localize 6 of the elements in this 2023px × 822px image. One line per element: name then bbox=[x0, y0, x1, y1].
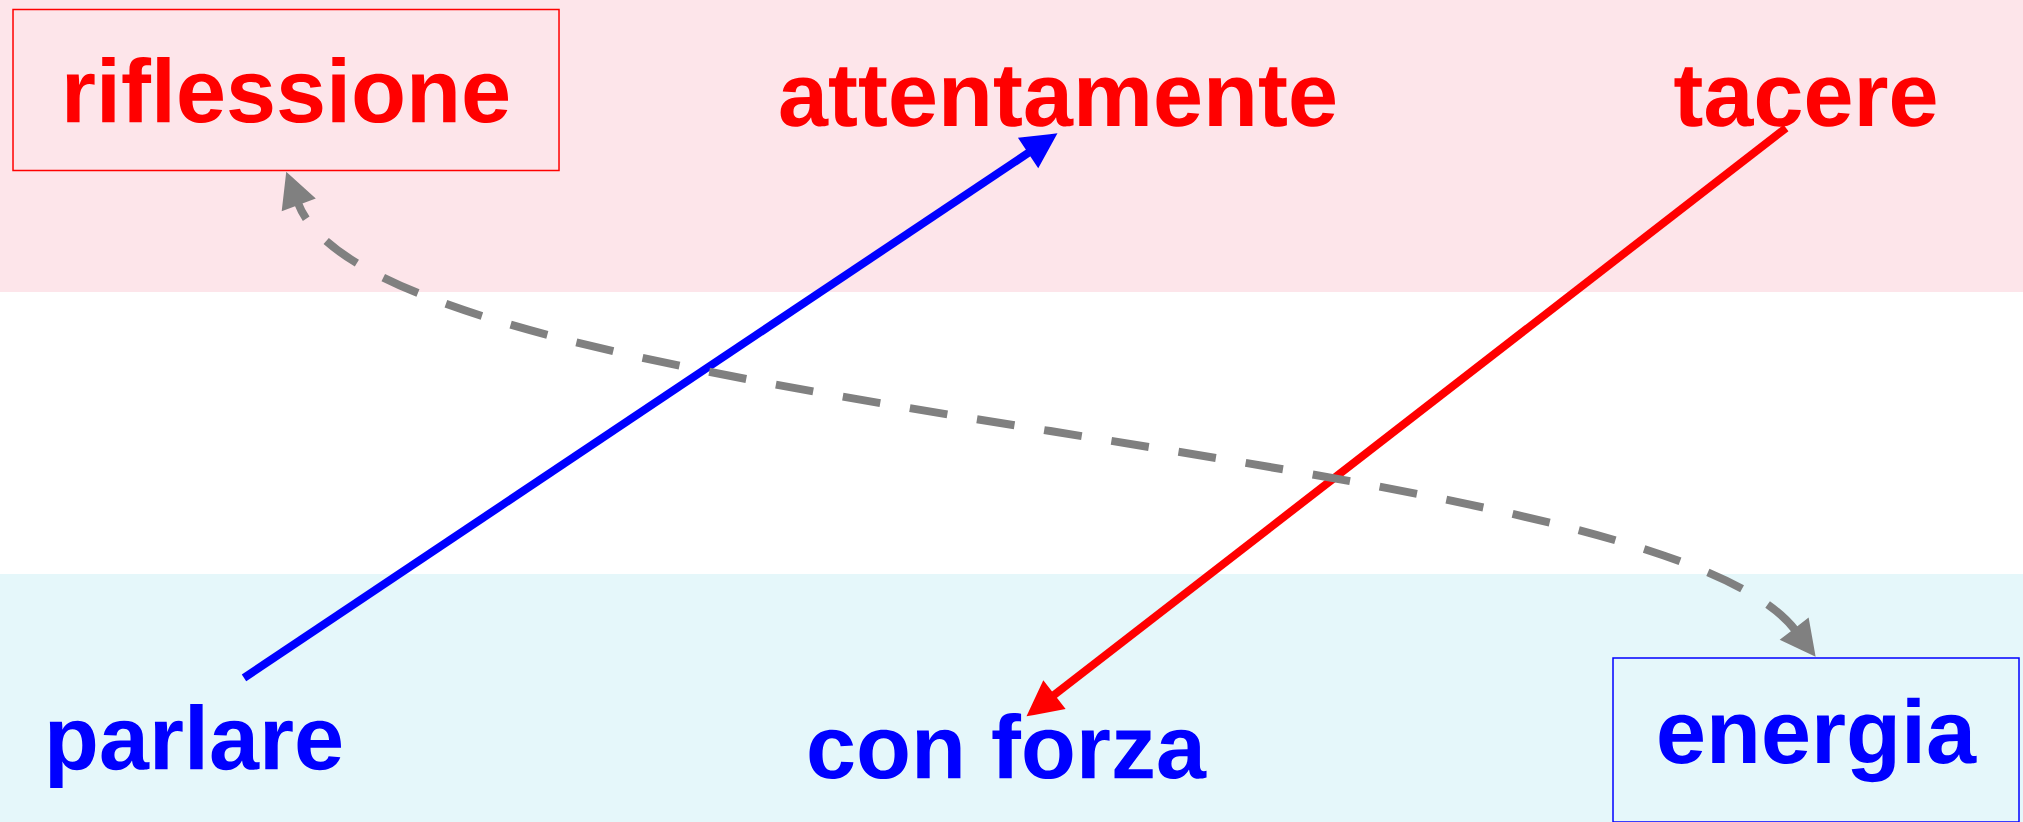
word-label: tacere bbox=[1674, 67, 1936, 127]
word-label: parlare bbox=[49, 704, 341, 788]
word-box: energia bbox=[1612, 657, 2020, 822]
word-box: riflessione bbox=[12, 8, 560, 172]
word-label: attentamente bbox=[780, 67, 1335, 127]
word-label: con forza bbox=[809, 712, 1207, 780]
